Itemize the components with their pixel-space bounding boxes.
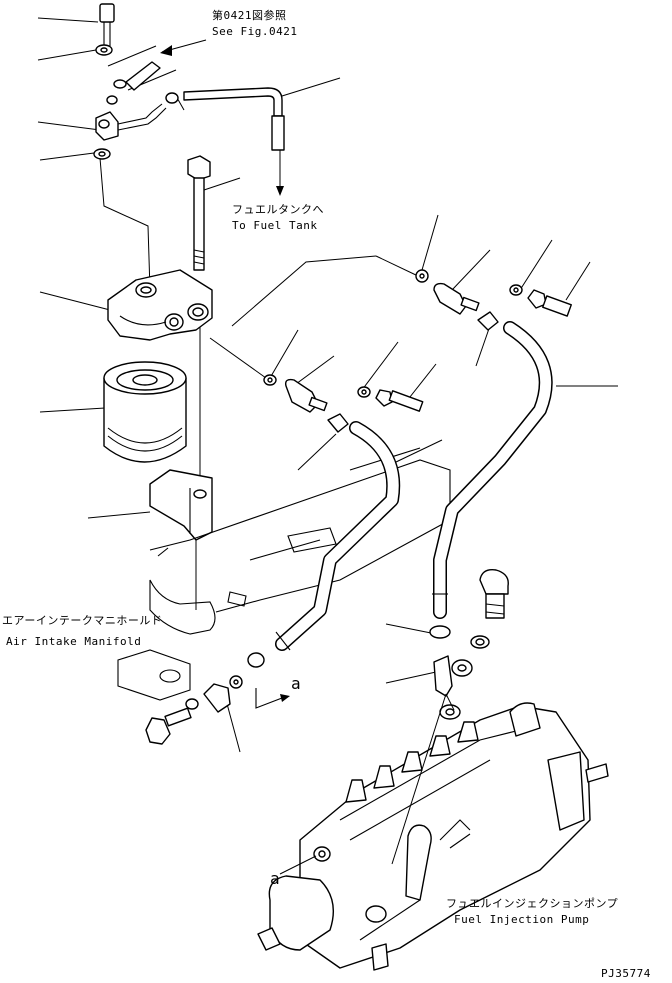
drawing-code: PJ35774 — [601, 967, 651, 980]
fuel-tank-label-en: To Fuel Tank — [232, 219, 317, 232]
see-fig-label-jp: 第0421図参照 — [212, 8, 287, 22]
fuel-hoses — [275, 321, 553, 651]
filter-head — [107, 269, 213, 341]
bracket — [149, 469, 213, 541]
reference-a-lower: a — [270, 869, 280, 888]
lower-left-fittings — [145, 652, 290, 745]
injection-pump-label-en: Fuel Injection Pump — [454, 913, 589, 926]
air-intake-label-en: Air Intake Manifold — [6, 635, 141, 648]
reference-a-upper: a — [291, 674, 301, 693]
lower-right-fittings — [429, 569, 509, 720]
injection-pump-label-jp: フュエルインジェクションポンプ — [446, 897, 618, 910]
labels: 第0421図参照 See Fig.0421 フュエルタンクへ To Fuel T… — [2, 8, 651, 980]
air-intake-label-jp: エアーインテークマニホールド — [2, 614, 162, 627]
leader-lines — [37, 17, 618, 753]
fuel-tank-label-jp: フュエルタンクへ — [232, 203, 324, 216]
see-fig-label-en: See Fig.0421 — [212, 25, 297, 38]
fuel-injection-pump — [257, 693, 609, 971]
filter-cartridge — [103, 361, 187, 463]
top-banjo-assembly — [93, 3, 285, 160]
right-fitting-group — [415, 269, 572, 331]
left-fitting-group — [263, 374, 424, 433]
long-bolt — [187, 155, 211, 271]
